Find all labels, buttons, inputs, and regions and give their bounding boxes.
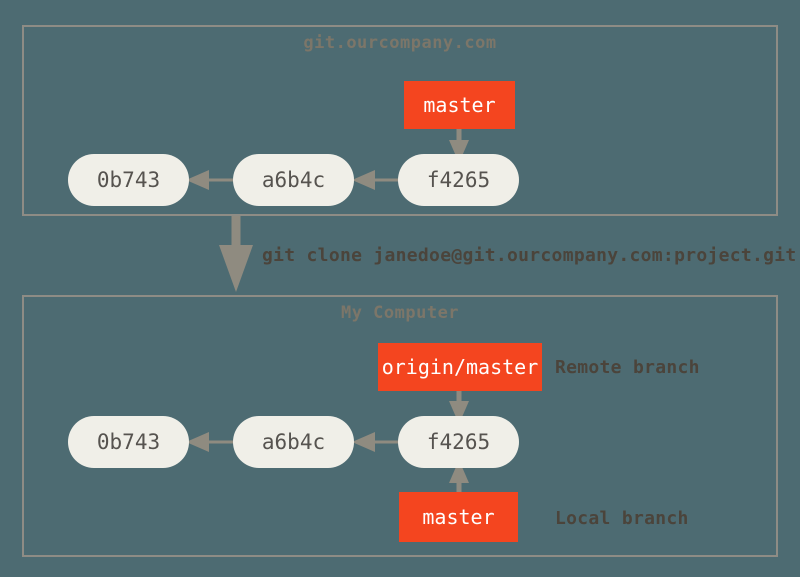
- commit-node: f4265: [398, 416, 519, 468]
- arrow-clone-down: [219, 216, 253, 292]
- local-computer-panel: [22, 295, 778, 557]
- remote-server-panel: [22, 25, 778, 216]
- local-computer-title: My Computer: [340, 303, 460, 323]
- branch-label-origin-master: origin/master: [378, 343, 542, 391]
- commit-node: 0b743: [68, 416, 189, 468]
- commit-node: f4265: [398, 154, 519, 206]
- local-branch-annotation: Local branch: [555, 508, 689, 529]
- remote-branch-annotation: Remote branch: [555, 357, 700, 378]
- branch-label-master-local: master: [399, 492, 518, 542]
- remote-server-title: git.ourcompany.com: [303, 33, 497, 53]
- commit-node: a6b4c: [233, 154, 354, 206]
- branch-label-master: master: [404, 81, 515, 129]
- clone-command-label: git clone janedoe@git.ourcompany.com:pro…: [262, 245, 797, 266]
- commit-node: a6b4c: [233, 416, 354, 468]
- commit-node: 0b743: [68, 154, 189, 206]
